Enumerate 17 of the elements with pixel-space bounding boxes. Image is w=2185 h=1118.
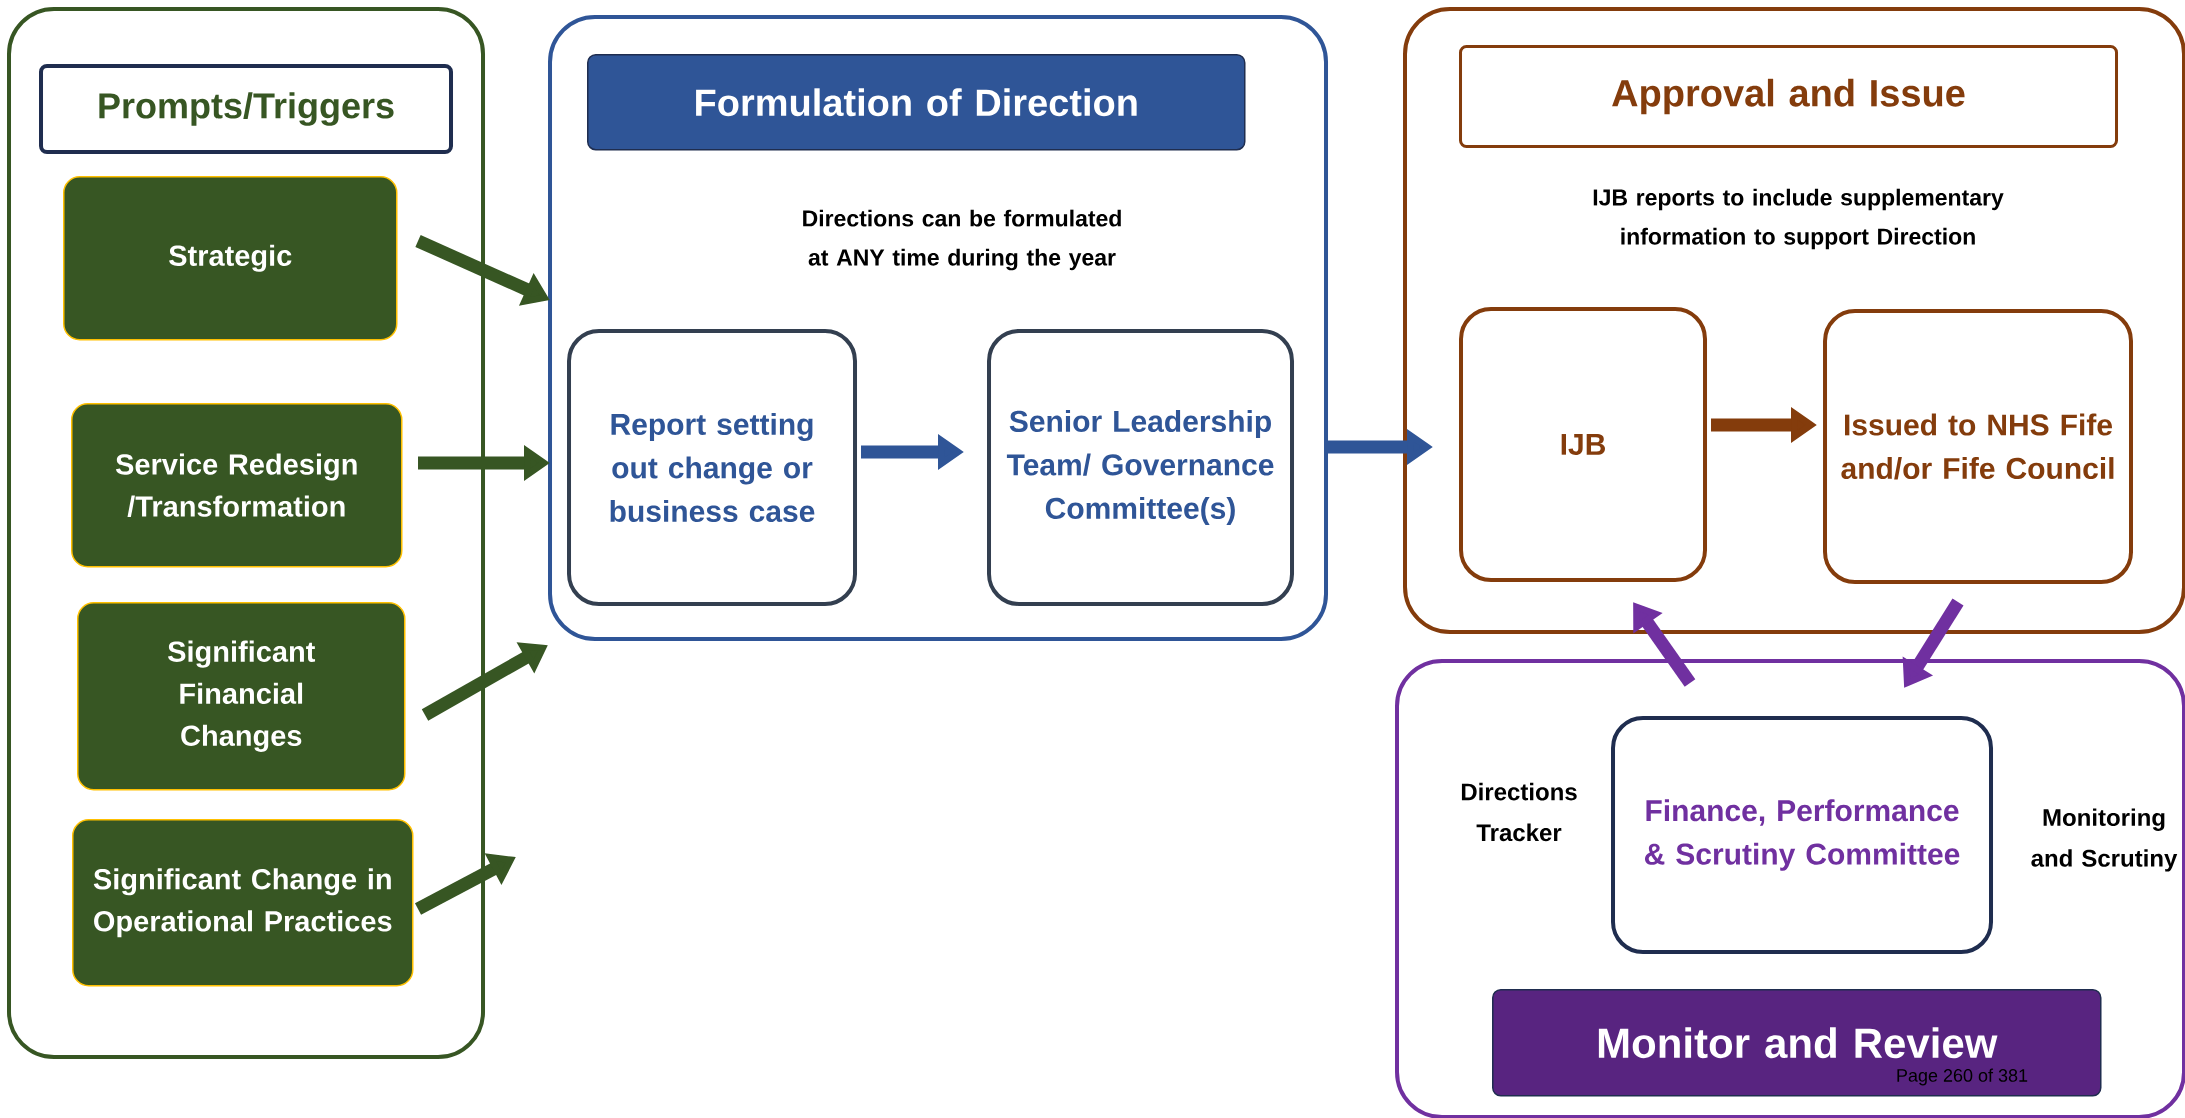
- process-box: IJB: [1459, 307, 1707, 582]
- process-box: Finance, Performance & Scrutiny Committee: [1611, 716, 1993, 954]
- note-text: IJB reports to include supplementary information to support Direction: [1593, 188, 2004, 250]
- page-number: Page 260 of 381: [1897, 1068, 2028, 1086]
- process-box: Report setting out change or business case: [567, 329, 857, 606]
- process-box: Senior Leadership Team/ Governance Committee(s): [987, 329, 1294, 606]
- side-text: Monitoring and Scrutiny: [2031, 808, 2178, 872]
- note-text: Directions can be formulated at ANY time during the year: [803, 209, 1121, 271]
- process-box: Issued to NHS Fife and/or Fife Council: [1823, 309, 2133, 584]
- heading-box: Formulation of Direction: [587, 54, 1246, 151]
- trigger-box: Significant Change in Operational Practices: [72, 819, 414, 987]
- trigger-box: Significant Financial Changes: [77, 602, 406, 791]
- trigger-box: Strategic: [63, 176, 398, 341]
- heading-box: Prompts/Triggers: [39, 64, 453, 154]
- heading-box: Approval and Issue: [1459, 45, 2118, 148]
- trigger-box: Service Redesign /Transformation: [71, 403, 403, 568]
- side-text: Directions Tracker: [1461, 782, 1577, 842]
